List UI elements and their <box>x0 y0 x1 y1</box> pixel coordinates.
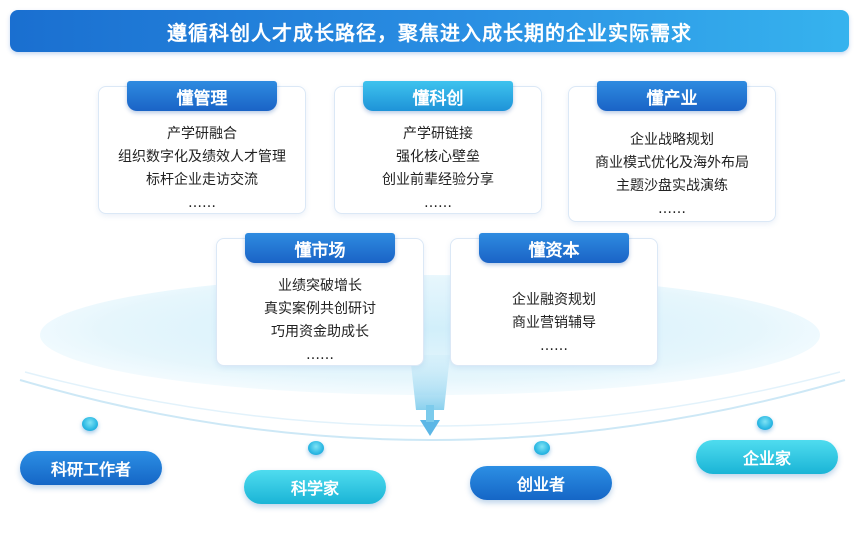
card-items: 企业战略规划 商业模式优化及海外布局 主题沙盘实战演练 …… <box>569 129 775 221</box>
role-label: 创业者 <box>517 471 565 495</box>
card-title: 懂科创 <box>363 81 513 111</box>
card-item: 业绩突破增长 <box>217 275 423 298</box>
card-item: 商业营销辅导 <box>451 312 657 335</box>
role-researcher: 科研工作者 <box>20 451 162 485</box>
card-item: 强化核心壁垒 <box>335 146 541 169</box>
card-capital: 懂资本 企业融资规划 商业营销辅导 …… <box>450 238 658 366</box>
card-item: 标杆企业走访交流 <box>99 169 305 192</box>
node-dot <box>757 416 773 430</box>
funnel-stem <box>426 405 434 422</box>
card-item: 组织数字化及绩效人才管理 <box>99 146 305 169</box>
node-dot <box>82 417 98 431</box>
card-item: …… <box>451 335 657 358</box>
card-item: 产学研融合 <box>99 123 305 146</box>
card-item: 创业前辈经验分享 <box>335 169 541 192</box>
card-market: 懂市场 业绩突破增长 真实案例共创研讨 巧用资金助成长 …… <box>216 238 424 366</box>
node-dot <box>308 441 324 455</box>
role-entrepreneur: 创业者 <box>470 466 612 500</box>
card-title: 懂管理 <box>127 81 277 111</box>
card-title: 懂产业 <box>597 81 747 111</box>
card-item: …… <box>335 192 541 215</box>
card-item: 企业战略规划 <box>569 129 775 152</box>
funnel-arrow-icon <box>420 420 440 436</box>
card-item: 主题沙盘实战演练 <box>569 175 775 198</box>
card-items: 产学研链接 强化核心壁垒 创业前辈经验分享 …… <box>335 123 541 215</box>
role-label: 企业家 <box>743 445 791 469</box>
card-innovation: 懂科创 产学研链接 强化核心壁垒 创业前辈经验分享 …… <box>334 86 542 214</box>
card-management: 懂管理 产学研融合 组织数字化及绩效人才管理 标杆企业走访交流 …… <box>98 86 306 214</box>
card-item: …… <box>99 192 305 215</box>
role-industrialist: 企业家 <box>696 440 838 474</box>
card-item: 商业模式优化及海外布局 <box>569 152 775 175</box>
card-item: 产学研链接 <box>335 123 541 146</box>
card-item: 真实案例共创研讨 <box>217 298 423 321</box>
card-industry: 懂产业 企业战略规划 商业模式优化及海外布局 主题沙盘实战演练 …… <box>568 86 776 222</box>
card-item: 企业融资规划 <box>451 289 657 312</box>
role-label: 科研工作者 <box>51 456 131 480</box>
card-items: 产学研融合 组织数字化及绩效人才管理 标杆企业走访交流 …… <box>99 123 305 215</box>
role-scientist: 科学家 <box>244 470 386 504</box>
node-dot <box>534 441 550 455</box>
card-item: …… <box>569 198 775 221</box>
card-title: 懂市场 <box>245 233 395 263</box>
card-title: 懂资本 <box>479 233 629 263</box>
card-item: 巧用资金助成长 <box>217 321 423 344</box>
card-item: …… <box>217 344 423 367</box>
role-label: 科学家 <box>291 475 339 499</box>
card-items: 企业融资规划 商业营销辅导 …… <box>451 289 657 358</box>
card-items: 业绩突破增长 真实案例共创研讨 巧用资金助成长 …… <box>217 275 423 367</box>
